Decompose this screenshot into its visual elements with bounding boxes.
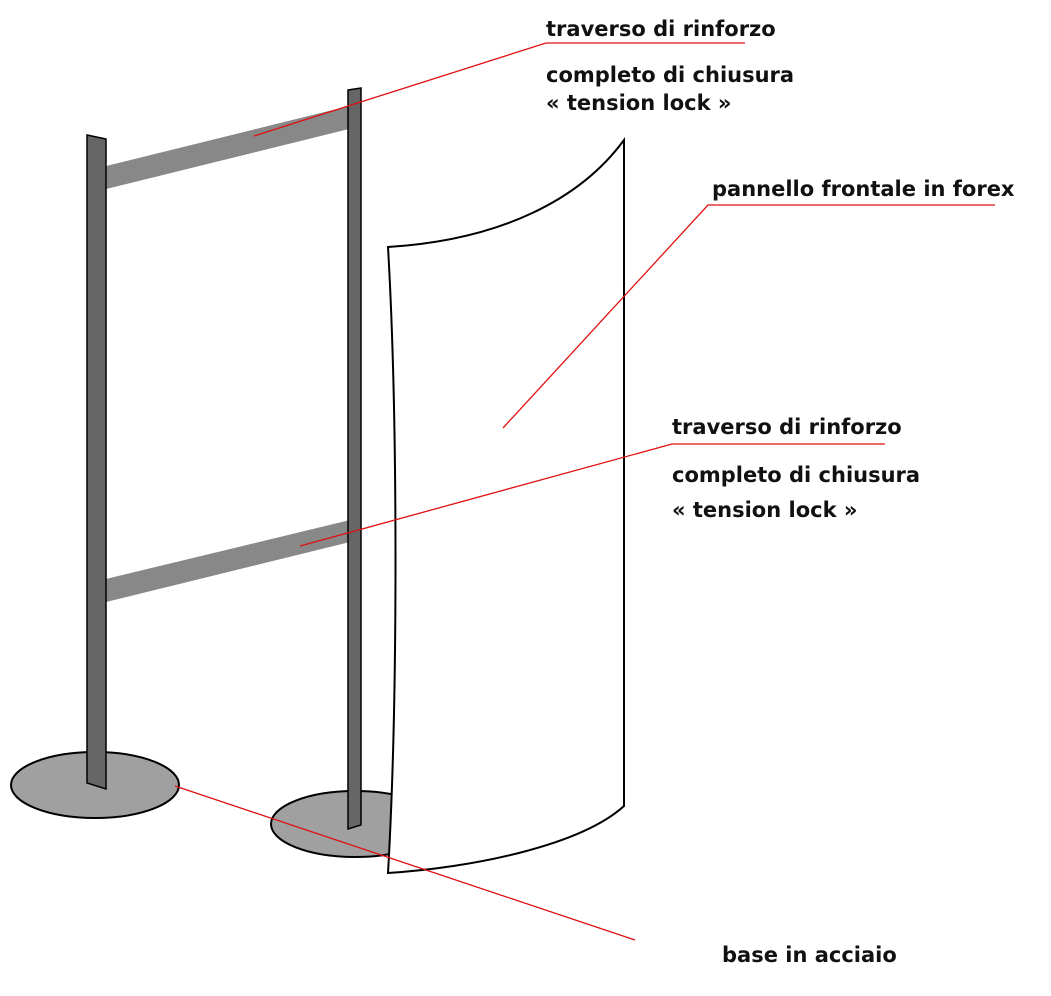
label-middle-crossbar-subtitle: completo di chiusura [672, 463, 920, 487]
leader-line-base [174, 785, 636, 941]
label-top-crossbar-title: traverso di rinforzo [546, 17, 776, 41]
label-middle-crossbar-lock: « tension lock » [672, 498, 857, 522]
left-post [86, 134, 107, 791]
label-top-crossbar-lock: « tension lock » [546, 91, 731, 115]
middle-crossbar [106, 520, 350, 602]
label-top-crossbar-subtitle: completo di chiusura [546, 63, 794, 87]
label-middle-crossbar-title: traverso di rinforzo [672, 415, 902, 439]
label-base: base in acciaio [722, 943, 897, 967]
top-crossbar [106, 104, 357, 189]
leader-line-top-crossbar [253, 42, 745, 137]
label-front-panel: pannello frontale in forex [712, 177, 1015, 201]
front-panel [386, 136, 625, 875]
leader-line-front-panel [502, 204, 995, 429]
right-post [347, 87, 362, 831]
leader-line-middle-crossbar [299, 443, 885, 547]
